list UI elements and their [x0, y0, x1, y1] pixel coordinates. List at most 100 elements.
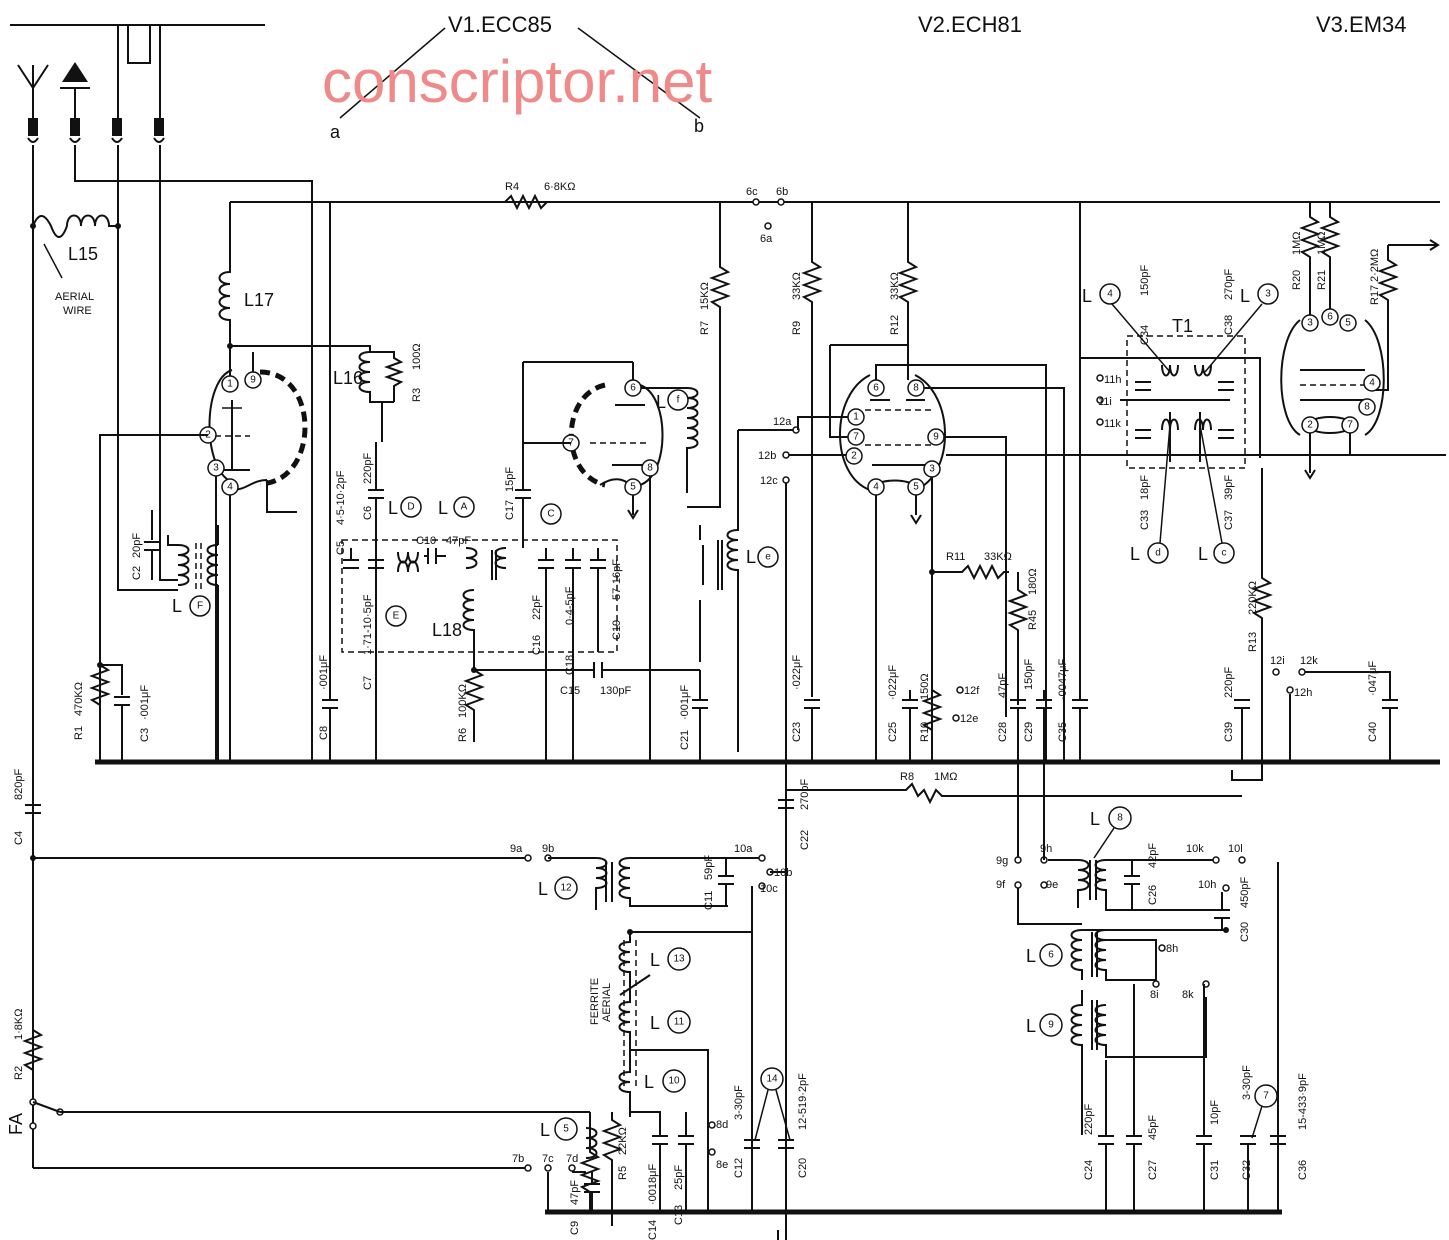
svg-text:1: 1: [227, 379, 233, 390]
svg-text:C21: C21: [679, 730, 691, 750]
svg-text:8i: 8i: [1150, 989, 1159, 1001]
capacitor-c40: [1289, 671, 1398, 762]
svg-text:c: c: [1222, 548, 1227, 559]
svg-text:8: 8: [1117, 813, 1123, 824]
svg-text:15-433·9pF: 15-433·9pF: [1297, 1073, 1309, 1130]
coil-l17: [218, 202, 231, 345]
svg-text:L: L: [1026, 946, 1036, 966]
svg-text:6·8KΩ: 6·8KΩ: [544, 181, 575, 193]
svg-text:270pF: 270pF: [1223, 269, 1235, 300]
svg-text:9b: 9b: [542, 843, 554, 855]
svg-text:D: D: [407, 502, 414, 513]
svg-text:C36: C36: [1297, 1160, 1309, 1180]
svg-text:L: L: [538, 879, 548, 899]
svg-text:C14: C14: [647, 1220, 659, 1240]
capacitor-c21: [692, 670, 708, 762]
if-transformer-t1: [1126, 335, 1246, 469]
svg-text:5: 5: [1345, 318, 1351, 329]
svg-text:12b: 12b: [758, 450, 776, 462]
svg-text:T1: T1: [1172, 316, 1193, 336]
coil-ld: [397, 551, 419, 564]
resistor-r17: [1373, 245, 1399, 391]
svg-text:C7: C7: [362, 676, 374, 690]
svg-text:6: 6: [1048, 950, 1054, 961]
svg-text:C24: C24: [1083, 1160, 1095, 1180]
svg-text:C13: C13: [673, 1205, 685, 1225]
variable-capacitor-c20: [778, 1139, 794, 1149]
svg-text:33KΩ: 33KΩ: [889, 272, 901, 300]
svg-text:10h: 10h: [1198, 879, 1216, 891]
svg-text:1: 1: [853, 412, 859, 423]
aerial-wire-label-1: AERIAL: [55, 291, 94, 303]
svg-text:220pF: 220pF: [1223, 667, 1235, 698]
resistor-r21: [1319, 202, 1341, 317]
svg-text:·0047μF: ·0047μF: [1057, 659, 1069, 700]
svg-text:1·8KΩ: 1·8KΩ: [13, 1009, 25, 1040]
label-l15: L15: [68, 244, 98, 264]
svg-text:7d: 7d: [566, 1153, 578, 1165]
svg-text:10l: 10l: [1228, 843, 1243, 855]
svg-text:11: 11: [674, 1017, 685, 1028]
svg-text:L16: L16: [333, 368, 363, 388]
svg-text:C29: C29: [1023, 722, 1035, 742]
svg-text:12k: 12k: [1300, 655, 1318, 667]
svg-text:220pF: 220pF: [1083, 1104, 1095, 1135]
svg-text:220KΩ: 220KΩ: [1247, 581, 1259, 615]
svg-text:10pF: 10pF: [1209, 1100, 1221, 1125]
svg-text:C35: C35: [1057, 722, 1069, 742]
svg-text:100Ω: 100Ω: [411, 343, 423, 370]
svg-text:F: F: [197, 601, 203, 612]
capacitor-c19: [590, 548, 606, 652]
svg-text:8h: 8h: [1166, 943, 1178, 955]
trimmer-c5: [343, 548, 359, 569]
svg-text:45pF: 45pF: [1147, 1115, 1159, 1140]
svg-text:12f: 12f: [964, 685, 980, 697]
svg-text:C31: C31: [1209, 1160, 1221, 1180]
svg-text:C39: C39: [1223, 722, 1235, 742]
svg-text:R9: R9: [791, 321, 803, 335]
svg-text:6a: 6a: [760, 233, 773, 245]
svg-text:14: 14: [766, 1074, 778, 1085]
valve-section-b: b: [694, 116, 704, 136]
svg-text:130pF: 130pF: [600, 685, 631, 697]
svg-text:9e: 9e: [1046, 879, 1058, 891]
svg-text:11h: 11h: [1104, 374, 1122, 386]
svg-text:A: A: [461, 502, 468, 513]
capacitor-c31: [1196, 984, 1212, 1212]
svg-text:L: L: [644, 1072, 654, 1092]
svg-text:L: L: [650, 1013, 660, 1033]
capacitor-c9: [584, 1172, 600, 1212]
svg-text:L: L: [746, 547, 756, 567]
svg-text:L: L: [438, 498, 448, 518]
svg-text:220pF: 220pF: [362, 453, 374, 484]
svg-text:270pF: 270pF: [799, 779, 811, 810]
resistor-r1: [89, 664, 111, 706]
svg-text:3: 3: [929, 464, 935, 475]
svg-text:R11: R11: [946, 551, 965, 563]
capacitor-c29: [1036, 690, 1052, 838]
svg-text:C15: C15: [560, 685, 580, 697]
svg-text:C: C: [547, 509, 554, 520]
svg-text:C3: C3: [139, 728, 151, 742]
down-arrow-v2: [910, 514, 922, 525]
svg-text:57-16pF: 57-16pF: [611, 559, 623, 600]
svg-text:1MΩ: 1MΩ: [934, 771, 958, 783]
svg-text:R7: R7: [699, 321, 711, 335]
antenna-icon: [17, 64, 49, 118]
svg-text:FERRITE: FERRITE: [589, 978, 601, 1025]
resistor-r20: [1299, 202, 1321, 317]
svg-text:f: f: [677, 395, 680, 406]
valve-section-a: a: [330, 122, 341, 142]
svg-text:3: 3: [213, 463, 219, 474]
lead-3: [117, 145, 178, 591]
svg-text:15KΩ: 15KΩ: [699, 282, 711, 310]
svg-text:R2: R2: [13, 1066, 25, 1080]
svg-text:6b: 6b: [776, 186, 788, 198]
svg-text:6: 6: [873, 383, 879, 394]
svg-text:9g: 9g: [996, 855, 1008, 867]
svg-text:10a: 10a: [734, 843, 753, 855]
capacitor-c27: [1126, 984, 1142, 1212]
svg-text:R8: R8: [900, 771, 914, 783]
